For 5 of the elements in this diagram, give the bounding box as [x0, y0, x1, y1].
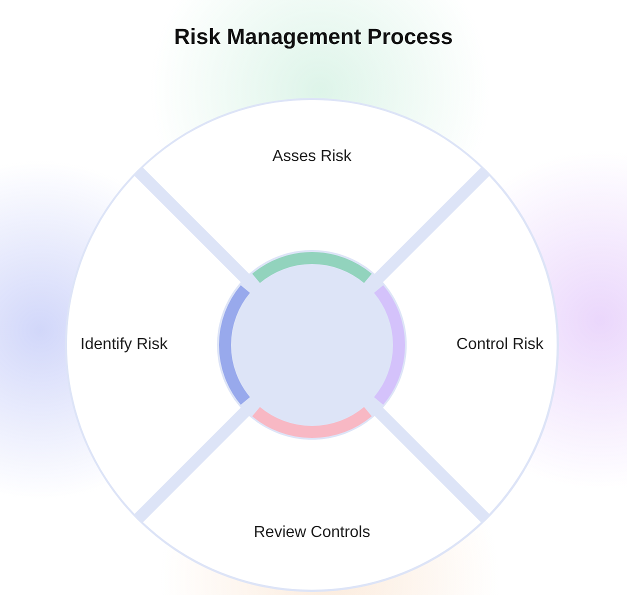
segment-label: Identify Risk	[80, 336, 168, 354]
segment-label: Control Risk	[456, 336, 544, 354]
title: Risk Management Process	[173, 24, 454, 50]
segment-label: Review Controls	[254, 524, 370, 542]
segment-label: Asses Risk	[272, 148, 352, 166]
